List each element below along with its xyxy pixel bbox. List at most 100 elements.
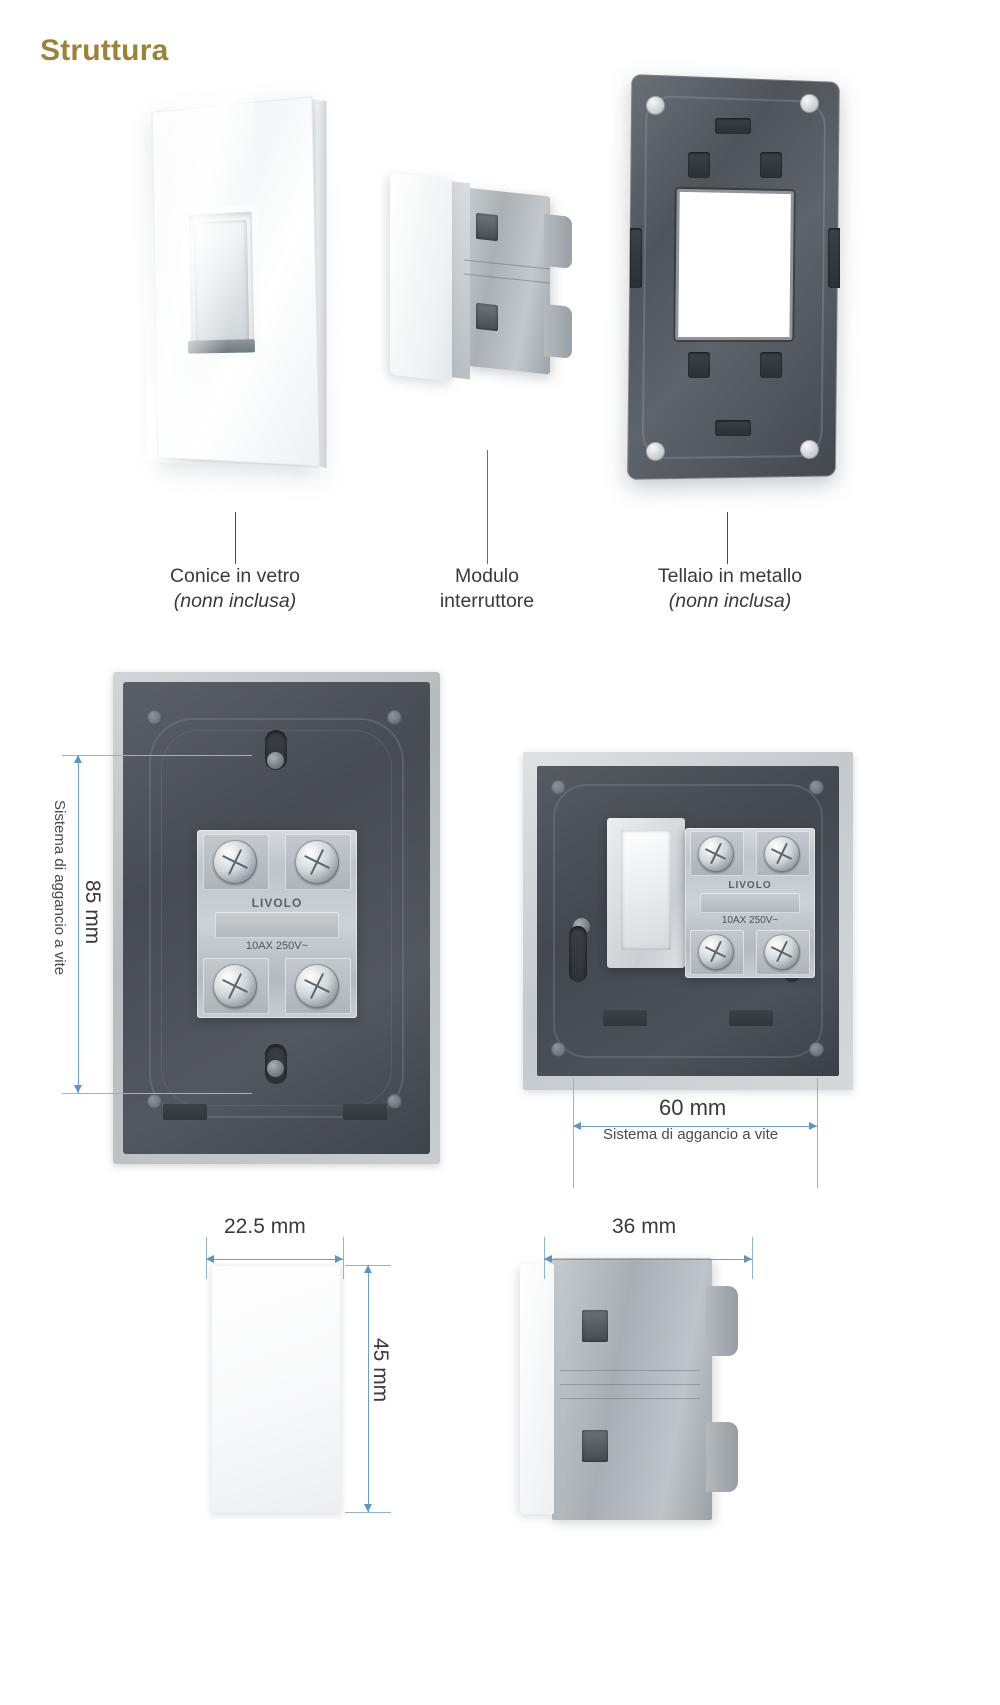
dim-85mm-ext-bottom <box>62 1093 252 1094</box>
dim-45mm-value: 45 mm <box>369 1338 392 1403</box>
dim-36mm-line <box>544 1259 752 1260</box>
metal-frame-caption-line2: (nonn inclusa) <box>668 590 792 612</box>
module-side-clip-bottom-icon <box>582 1430 608 1462</box>
angled-tab-left-icon <box>603 1010 647 1026</box>
module-side-seam3-icon <box>560 1398 700 1399</box>
mounting-frame-outline-icon <box>149 718 404 1118</box>
switch-module-front-icon <box>390 172 452 382</box>
terminal-screw-tl-icon <box>213 840 257 884</box>
module-side-view <box>520 1258 780 1523</box>
metal-frame-notch-tr-icon <box>760 152 782 178</box>
angled-terminal-rating-label: 10AX 250V~ <box>721 915 779 926</box>
dim-60mm-ext-left <box>573 1078 574 1188</box>
angled-terminal-brand-label: LIVOLO <box>728 880 772 891</box>
terminal-brand-label: LIVOLO <box>251 896 303 910</box>
metal-frame-notch-tl-icon <box>688 152 710 178</box>
switch-module-leader-line <box>487 450 488 564</box>
metal-frame-leader-line <box>727 512 728 564</box>
dim-22-5mm-arrow-left <box>206 1255 214 1263</box>
terminal-block-front: LIVOLO 10AX 250V~ <box>197 830 357 1018</box>
angled-tab-right-icon <box>729 1010 773 1026</box>
dim-36mm-arrow-left <box>544 1255 552 1263</box>
glass-frame-caption-line1: Conice in vetro <box>169 565 301 587</box>
switch-module-caption-line2: interruttore <box>439 590 535 612</box>
metal-frame-slot-bottom-icon <box>715 420 751 436</box>
dim-85mm-line <box>78 755 79 1093</box>
module-side-seam2-icon <box>560 1384 700 1385</box>
dim-85mm-ext-top <box>62 755 252 756</box>
dim-45mm-line <box>368 1265 369 1512</box>
angled-terminal-screw-tl-icon <box>698 836 734 872</box>
glass-frame-illustration <box>118 78 358 488</box>
angled-housing-cavity-icon <box>621 830 671 950</box>
switch-module-clip-top-icon <box>476 212 498 242</box>
metal-frame-screw-bl-icon <box>646 442 665 461</box>
angled-screw-bl-icon <box>551 1042 566 1057</box>
glass-frame-caption: Conice in vetro (nonn inclusa) <box>105 564 365 614</box>
metal-frame-side-tab-left-icon <box>630 228 642 288</box>
glass-frame-aperture-bar-icon <box>187 339 256 354</box>
switch-module-caption: Modulo interruttore <box>367 564 607 614</box>
angled-terminal-screw-tr-icon <box>764 836 800 872</box>
glass-frame-caption-line2: (nonn inclusa) <box>173 590 297 612</box>
glass-frame-leader-line <box>235 512 236 564</box>
dim-45mm-arrow-bottom <box>364 1504 372 1512</box>
dim-60mm-line <box>573 1126 817 1127</box>
dim-36mm-arrow-right <box>744 1255 752 1263</box>
angled-terminal-screw-br-icon <box>764 934 800 970</box>
mounting-frame-screw-bl-icon <box>147 1094 162 1109</box>
metal-frame-notch-bl-icon <box>688 352 710 378</box>
metal-frame-caption-line1: Tellaio in metallo <box>657 565 803 587</box>
angled-screw-br-icon <box>809 1042 824 1057</box>
metal-frame-slot-top-icon <box>715 118 751 134</box>
terminal-screw-tr-icon <box>295 840 339 884</box>
dim-45mm-arrow-top <box>364 1265 372 1273</box>
dim-85mm-note: Sistema di aggancio a vite <box>51 800 68 976</box>
dim-22-5mm-line <box>206 1259 343 1260</box>
metal-frame-window-icon <box>675 188 794 341</box>
terminal-screw-br-icon <box>295 964 339 1008</box>
mounting-frame-angled-body-icon: LIVOLO 10AX 250V~ <box>537 766 839 1076</box>
terminal-screw-bl-icon <box>213 964 257 1008</box>
module-side-clip-top-icon <box>582 1310 608 1342</box>
terminal-block-angled: LIVOLO 10AX 250V~ <box>685 828 815 978</box>
terminal-diagram-icon <box>215 912 339 938</box>
mounting-frame-angled-outline-icon <box>553 784 823 1058</box>
angled-screw-tl-icon <box>551 780 566 795</box>
switch-module-illustration <box>390 168 580 398</box>
angled-terminal-screw-bl-icon <box>698 934 734 970</box>
dim-60mm-value: 60 mm <box>659 1095 727 1120</box>
metal-frame-notch-br-icon <box>760 352 782 378</box>
dim-85mm-arrow-bottom <box>74 1085 82 1093</box>
terminal-rating-label: 10AX 250V~ <box>245 940 309 952</box>
mounting-frame-tab-right-icon <box>343 1104 387 1120</box>
dim-36mm-ext-right <box>752 1237 753 1279</box>
dim-60mm-note: Sistema di aggancio a vite <box>603 1126 779 1143</box>
glass-frame-aperture-icon <box>181 204 262 359</box>
mounting-frame-knob-top-icon <box>267 752 284 769</box>
metal-frame-screw-tl-icon <box>646 96 665 115</box>
dim-85mm-value: 85 mm <box>81 880 104 945</box>
metal-frame-illustration <box>627 74 850 493</box>
switch-module-clip-bottom-icon <box>476 302 498 332</box>
mounting-frame-tab-left-icon <box>163 1104 207 1120</box>
mounting-frame-front-view: LIVOLO 10AX 250V~ <box>113 672 440 1164</box>
dim-22-5mm-ext-right <box>343 1237 344 1279</box>
mounting-frame-screw-br-icon <box>387 1094 402 1109</box>
mounting-frame-knob-bottom-icon <box>267 1060 284 1077</box>
mounting-frame-body-icon <box>123 682 430 1154</box>
page-title: Struttura <box>40 34 169 67</box>
module-front-face-view <box>211 1265 341 1513</box>
angled-slot-left-icon <box>569 926 587 982</box>
dim-85mm-arrow-top <box>74 755 82 763</box>
mounting-frame-screw-tr-icon <box>387 710 402 725</box>
metal-frame-screw-tr-icon <box>800 94 819 113</box>
metal-frame-screw-br-icon <box>800 440 819 459</box>
dim-60mm-ext-right <box>817 1078 818 1188</box>
switch-module-caption-line1: Modulo <box>455 565 519 587</box>
module-side-seam1-icon <box>560 1370 700 1371</box>
dim-60mm-arrow-left <box>573 1122 581 1130</box>
metal-frame-side-tab-right-icon <box>828 228 840 288</box>
dim-36mm-value: 36 mm <box>612 1215 677 1238</box>
angled-terminal-diagram-icon <box>700 893 800 913</box>
